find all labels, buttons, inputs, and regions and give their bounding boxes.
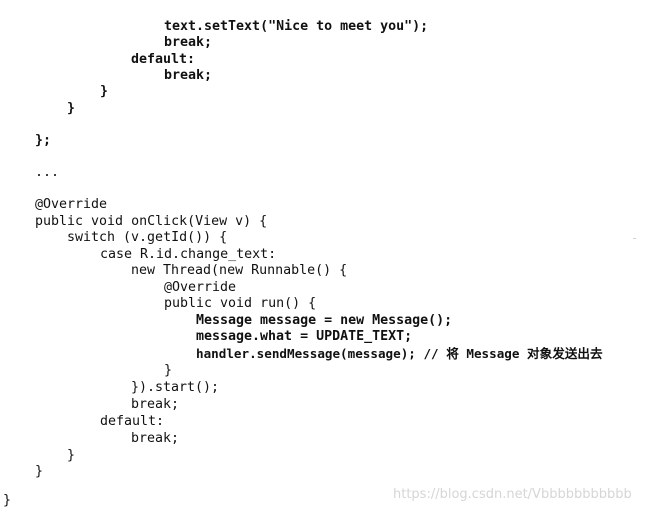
code-line-24: } <box>67 448 76 463</box>
code-line-21: break; <box>131 397 180 412</box>
code-line-11: switch (v.getId()) { <box>67 230 228 245</box>
code-line-26: } <box>3 493 12 508</box>
code-line-19: } <box>164 363 173 378</box>
code-line-13: new Thread(new Runnable() { <box>131 263 348 278</box>
code-line-23: break; <box>131 431 180 446</box>
code-line-12: case R.id.change_text: <box>100 247 277 262</box>
code-line-22: default: <box>100 414 165 429</box>
code-line-1: text.setText("Nice to meet you"); <box>164 19 429 34</box>
code-line-6: } <box>67 101 76 116</box>
code-line-10: public void onClick(View v) { <box>35 214 268 229</box>
code-line-17: message.what = UPDATE_TEXT; <box>196 329 413 344</box>
code-line-25: } <box>35 464 44 479</box>
code-line-5: } <box>100 84 109 99</box>
code-line-15: public void run() { <box>164 296 317 311</box>
code-line-20: }).start(); <box>131 380 220 395</box>
scan-speck <box>633 238 636 239</box>
code-line-14: @Override <box>164 280 237 295</box>
code-line-8: ... <box>35 165 60 180</box>
code-line-9: @Override <box>35 197 108 212</box>
code-line-2: break; <box>164 35 213 50</box>
code-line-18: handler.sendMessage(message); // 将 Messa… <box>196 346 603 361</box>
watermark-url: https://blog.csdn.net/Vbbbbbbbbbbb <box>393 487 632 502</box>
code-line-7: }; <box>35 133 52 148</box>
code-line-3: default: <box>131 52 196 67</box>
code-line-4: break; <box>164 68 213 83</box>
code-line-16: Message message = new Message(); <box>196 313 453 328</box>
